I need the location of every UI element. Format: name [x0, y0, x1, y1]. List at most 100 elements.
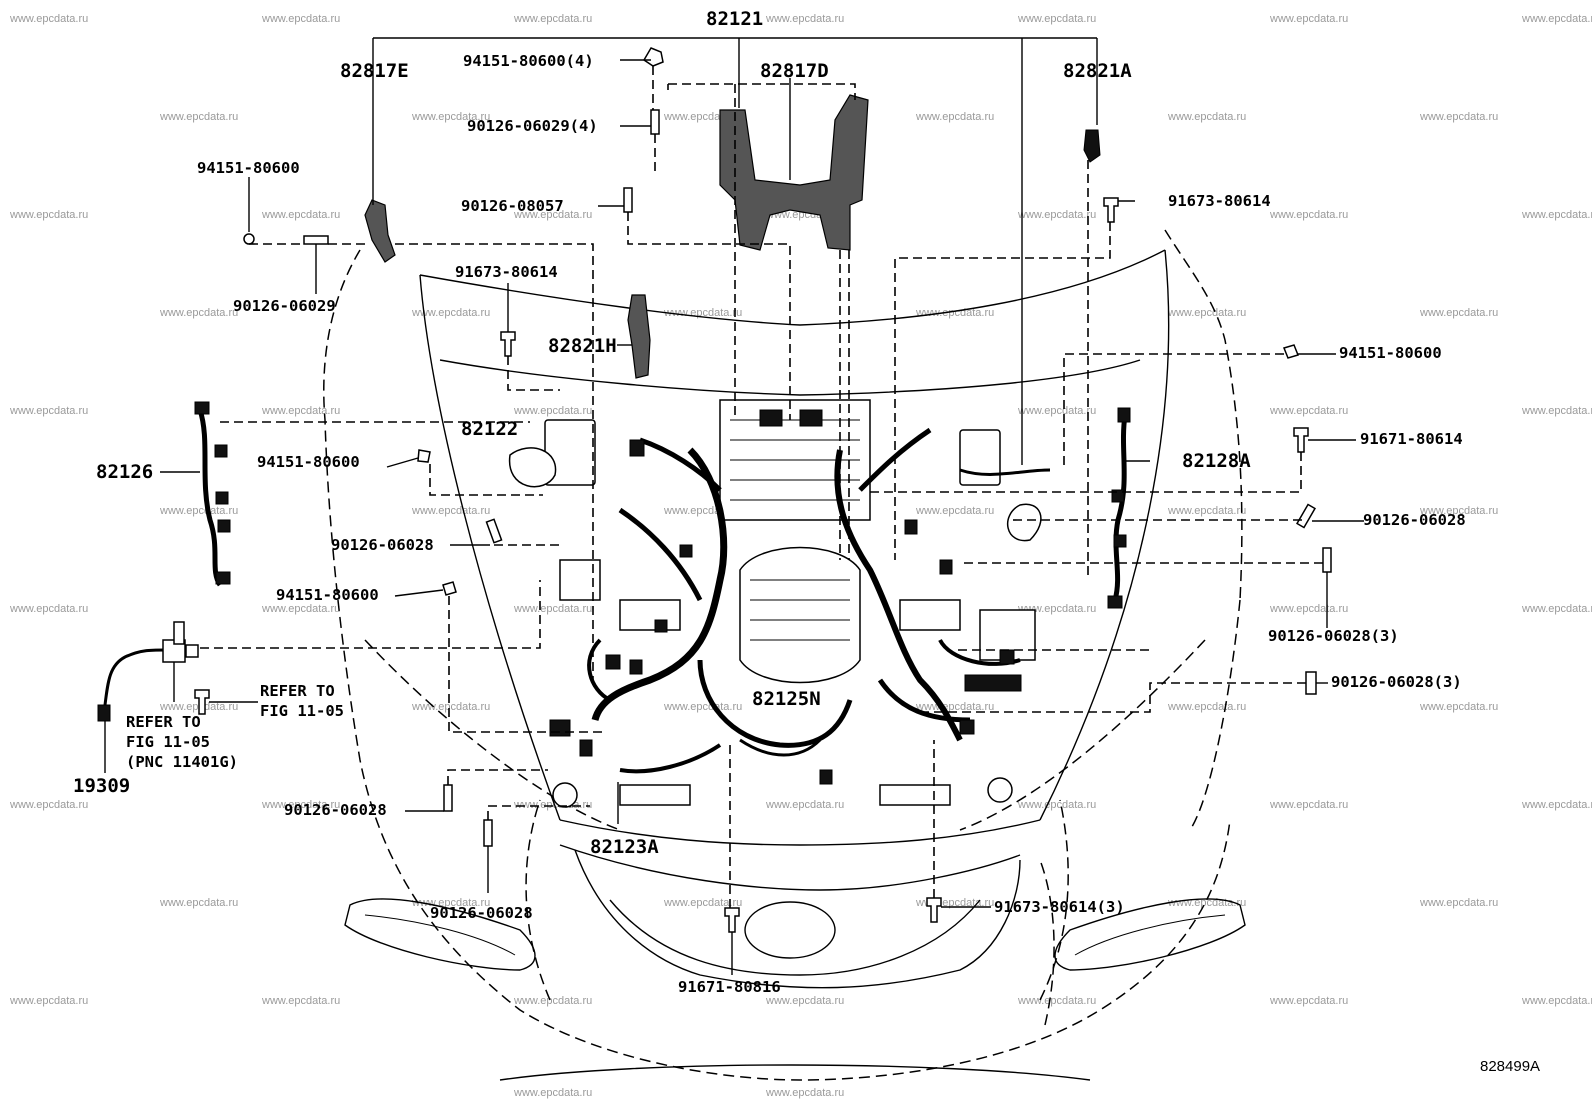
svg-text:www.epcdata.ru: www.epcdata.ru [1017, 209, 1096, 221]
svg-text:www.epcdata.ru: www.epcdata.ru [915, 505, 994, 517]
engine-bay-outline [344, 249, 1246, 1081]
label-refer-to-1a: REFER TO [260, 682, 335, 700]
engine-components [509, 399, 1042, 808]
svg-text:www.epcdata.ru: www.epcdata.ru [9, 13, 88, 25]
svg-text:www.epcdata.ru: www.epcdata.ru [663, 701, 742, 713]
label-91673-80614-center: 91673-80614 [455, 263, 558, 281]
svg-text:www.epcdata.ru: www.epcdata.ru [1017, 603, 1096, 615]
svg-text:www.epcdata.ru: www.epcdata.ru [261, 603, 340, 615]
label-refer-to-2b: FIG 11-05 [126, 733, 210, 751]
svg-text:www.epcdata.ru: www.epcdata.ru [9, 603, 88, 615]
svg-text:www.epcdata.ru: www.epcdata.ru [513, 995, 592, 1007]
svg-text:www.epcdata.ru: www.epcdata.ru [261, 799, 340, 811]
svg-text:www.epcdata.ru: www.epcdata.ru [261, 13, 340, 25]
svg-text:www.epcdata.ru: www.epcdata.ru [159, 505, 238, 517]
svg-text:www.epcdata.ru: www.epcdata.ru [159, 897, 238, 909]
label-91671-80816: 91671-80816 [678, 978, 781, 996]
figure-id: 828499A [1480, 1058, 1540, 1075]
svg-text:www.epcdata.ru: www.epcdata.ru [1521, 405, 1592, 417]
dashed-leaders [200, 66, 1323, 908]
svg-text:www.epcdata.ru: www.epcdata.ru [915, 701, 994, 713]
svg-text:www.epcdata.ru: www.epcdata.ru [915, 307, 994, 319]
svg-text:www.epcdata.ru: www.epcdata.ru [1269, 603, 1348, 615]
label-94151-80600-left: 94151-80600 [257, 453, 360, 471]
label-90126-06029-4: 90126-06029(4) [467, 117, 598, 135]
svg-text:www.epcdata.ru: www.epcdata.ru [1521, 799, 1592, 811]
svg-text:www.epcdata.ru: www.epcdata.ru [1521, 995, 1592, 1007]
svg-text:www.epcdata.ru: www.epcdata.ru [1419, 307, 1498, 319]
svg-text:www.epcdata.ru: www.epcdata.ru [159, 111, 238, 123]
svg-text:www.epcdata.ru: www.epcdata.ru [915, 111, 994, 123]
svg-text:www.epcdata.ru: www.epcdata.ru [513, 405, 592, 417]
svg-text:www.epcdata.ru: www.epcdata.ru [411, 111, 490, 123]
label-90126-06028-bottomleft: 90126-06028 [284, 801, 387, 819]
svg-text:www.epcdata.ru: www.epcdata.ru [9, 405, 88, 417]
svg-text:www.epcdata.ru: www.epcdata.ru [1167, 701, 1246, 713]
svg-text:www.epcdata.ru: www.epcdata.ru [663, 897, 742, 909]
svg-text:www.epcdata.ru: www.epcdata.ru [1269, 995, 1348, 1007]
label-refer-to-2a: REFER TO [126, 713, 201, 731]
label-90126-06028-3b: 90126-06028(3) [1331, 673, 1462, 691]
leader-lines [104, 37, 1364, 975]
label-82126: 82126 [96, 461, 153, 483]
svg-text:www.epcdata.ru: www.epcdata.ru [1521, 13, 1592, 25]
label-90126-08057: 90126-08057 [461, 197, 564, 215]
svg-text:www.epcdata.ru: www.epcdata.ru [765, 13, 844, 25]
watermarks: www.epcdata.ru www.epcdata.ru www.epcdat… [9, 13, 1592, 1099]
svg-text:www.epcdata.ru: www.epcdata.ru [1167, 307, 1246, 319]
label-82817D: 82817D [760, 60, 829, 82]
svg-text:www.epcdata.ru: www.epcdata.ru [1419, 505, 1498, 517]
svg-text:www.epcdata.ru: www.epcdata.ru [513, 603, 592, 615]
svg-text:www.epcdata.ru: www.epcdata.ru [1269, 405, 1348, 417]
label-82121: 82121 [706, 8, 763, 30]
svg-text:www.epcdata.ru: www.epcdata.ru [765, 1087, 844, 1099]
label-19309: 19309 [73, 775, 130, 797]
svg-text:www.epcdata.ru: www.epcdata.ru [411, 701, 490, 713]
label-90126-06029: 90126-06029 [233, 297, 336, 315]
svg-text:www.epcdata.ru: www.epcdata.ru [1419, 111, 1498, 123]
svg-text:www.epcdata.ru: www.epcdata.ru [9, 995, 88, 1007]
svg-text:www.epcdata.ru: www.epcdata.ru [765, 995, 844, 1007]
svg-text:www.epcdata.ru: www.epcdata.ru [411, 505, 490, 517]
label-94151-80600-4: 94151-80600(4) [463, 52, 594, 70]
label-82128A: 82128A [1182, 450, 1251, 472]
svg-text:www.epcdata.ru: www.epcdata.ru [411, 897, 490, 909]
brackets [97, 94, 1131, 722]
label-90126-06028-3a: 90126-06028(3) [1268, 627, 1399, 645]
svg-text:www.epcdata.ru: www.epcdata.ru [1017, 13, 1096, 25]
label-90126-06028-left: 90126-06028 [331, 536, 434, 554]
vehicle-body-outline [323, 229, 1243, 1081]
label-82821H: 82821H [548, 335, 617, 357]
svg-text:www.epcdata.ru: www.epcdata.ru [513, 209, 592, 221]
label-91673-80614-3: 91673-80614(3) [994, 898, 1125, 916]
svg-text:www.epcdata.ru: www.epcdata.ru [1017, 405, 1096, 417]
wire-harness [549, 409, 1051, 785]
label-82817E: 82817E [340, 60, 409, 82]
svg-text:www.epcdata.ru: www.epcdata.ru [1167, 505, 1246, 517]
svg-text:www.epcdata.ru: www.epcdata.ru [261, 405, 340, 417]
part-labels: 82121 82817E 82817D 82821A 94151-80600(4… [73, 8, 1540, 1075]
label-94151-80600-right: 94151-80600 [1339, 344, 1442, 362]
svg-text:www.epcdata.ru: www.epcdata.ru [765, 799, 844, 811]
svg-text:www.epcdata.ru: www.epcdata.ru [1017, 995, 1096, 1007]
svg-text:www.epcdata.ru: www.epcdata.ru [1419, 897, 1498, 909]
svg-text:www.epcdata.ru: www.epcdata.ru [1419, 701, 1498, 713]
label-82821A: 82821A [1063, 60, 1132, 82]
svg-text:www.epcdata.ru: www.epcdata.ru [1167, 111, 1246, 123]
svg-text:www.epcdata.ru: www.epcdata.ru [1269, 209, 1348, 221]
label-82123A: 82123A [590, 836, 659, 858]
label-refer-to-1b: FIG 11-05 [260, 702, 344, 720]
svg-text:www.epcdata.ru: www.epcdata.ru [159, 307, 238, 319]
svg-text:www.epcdata.ru: www.epcdata.ru [513, 13, 592, 25]
label-91673-80614-topright: 91673-80614 [1168, 192, 1271, 210]
label-90126-06028-right: 90126-06028 [1363, 511, 1466, 529]
label-82122: 82122 [461, 418, 518, 440]
svg-text:www.epcdata.ru: www.epcdata.ru [9, 209, 88, 221]
svg-text:www.epcdata.ru: www.epcdata.ru [411, 307, 490, 319]
label-94151-80600-left2: 94151-80600 [276, 586, 379, 604]
svg-text:www.epcdata.ru: www.epcdata.ru [663, 307, 742, 319]
svg-text:www.epcdata.ru: www.epcdata.ru [261, 995, 340, 1007]
svg-text:www.epcdata.ru: www.epcdata.ru [1521, 603, 1592, 615]
